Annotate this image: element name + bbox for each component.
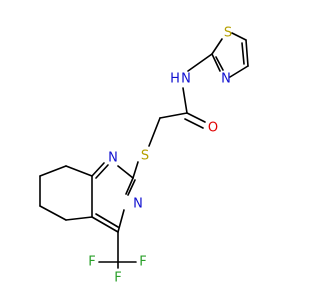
bond <box>95 213 119 228</box>
bond <box>39 165 67 177</box>
atom-label-fluorine-3: F <box>114 271 121 286</box>
bond <box>186 112 206 123</box>
atom-labels: S N N H O S N N F F F <box>88 26 232 286</box>
bond <box>125 177 134 195</box>
molecule-structure: S N N H O S N N F F F <box>39 26 249 286</box>
bond <box>245 39 249 67</box>
bond <box>231 32 247 41</box>
bond <box>91 162 105 177</box>
bond <box>215 56 224 71</box>
bond <box>211 53 221 72</box>
atom-label-nitrogen-thiazole: N <box>221 72 231 87</box>
bond <box>187 53 213 72</box>
bond <box>91 216 119 233</box>
atom-label-hydrogen-amide: H <box>170 72 180 87</box>
bond <box>65 165 93 177</box>
atom-label-fluorine-2: F <box>139 255 146 270</box>
bond <box>65 216 93 221</box>
bond <box>229 65 249 78</box>
bond <box>241 42 245 65</box>
bond <box>117 165 134 179</box>
atom-label-oxygen-carbonyl: O <box>208 121 218 136</box>
atom-label-nitrogen-amide: N <box>181 72 191 87</box>
bond <box>184 118 204 129</box>
atom-label-sulfur-thioether: S <box>141 149 149 164</box>
bond <box>127 179 136 196</box>
bond <box>117 209 125 233</box>
bond <box>211 38 223 55</box>
bond <box>132 161 139 179</box>
bond <box>148 117 161 147</box>
bonds <box>39 32 249 269</box>
atom-label-fluorine-1: F <box>88 255 95 270</box>
bond <box>182 87 188 114</box>
bond <box>95 164 109 179</box>
atom-label-nitrogen-pyrimidine-1: N <box>108 151 118 166</box>
atom-label-nitrogen-pyrimidine-3: N <box>133 197 143 212</box>
bond <box>159 112 188 119</box>
bond <box>39 205 67 221</box>
atom-label-sulfur-thiazole: S <box>224 26 232 41</box>
